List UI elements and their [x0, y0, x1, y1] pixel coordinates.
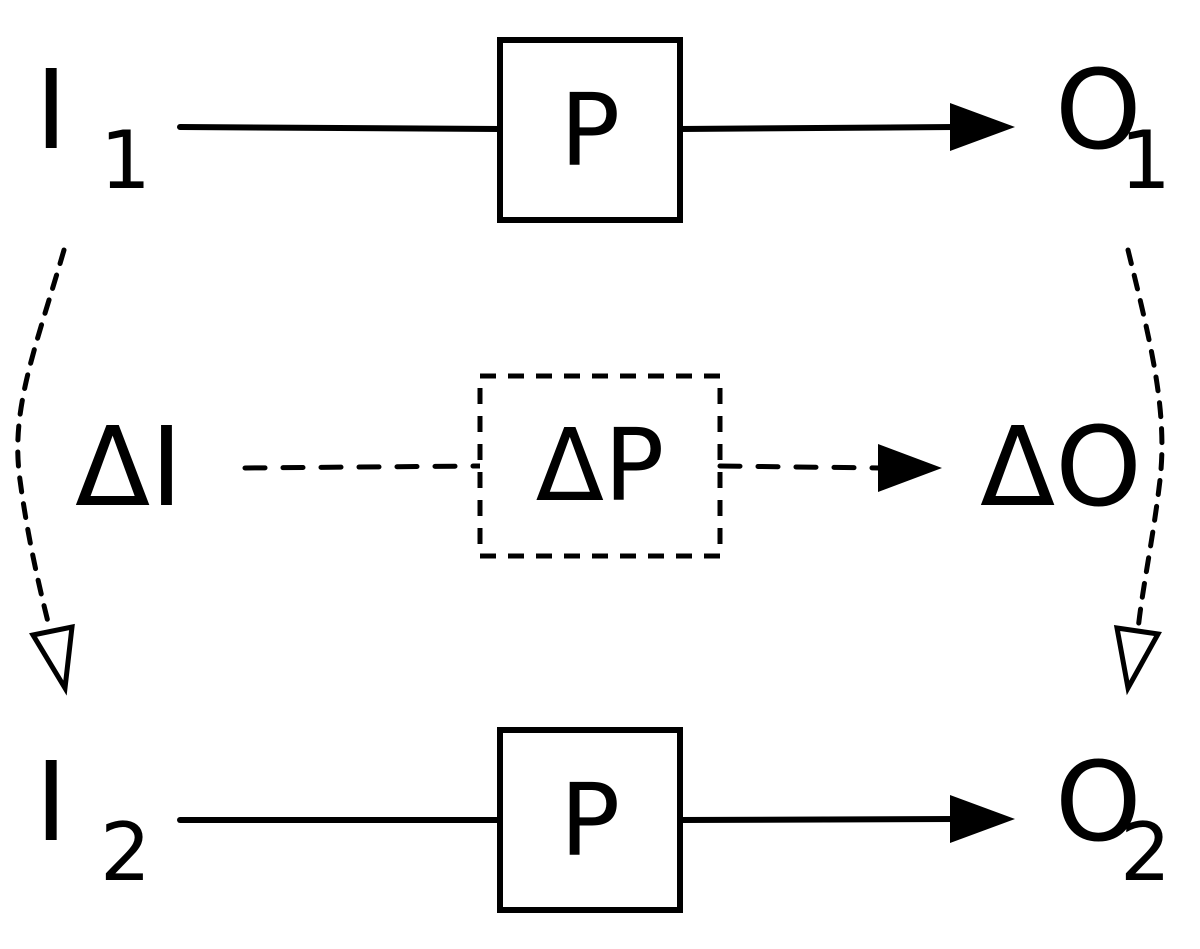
bottom-arrowhead-icon — [950, 795, 1015, 843]
delta-input-connector — [242, 463, 483, 471]
delta-input-label: ΔI — [75, 403, 183, 531]
right-curve — [1125, 247, 1165, 633]
left-transition-arrow — [15, 247, 75, 696]
top-process-box — [497, 37, 683, 223]
delta-output-connector — [717, 463, 883, 471]
top-process-label: P — [560, 72, 620, 189]
top-output-index: 1 — [1120, 114, 1171, 207]
bottom-output-symbol: O — [1055, 738, 1142, 866]
delta-process-box — [477, 373, 723, 559]
delta-output-label: ΔO — [980, 403, 1142, 531]
right-transition-arrow — [1113, 247, 1165, 696]
right-arrowhead-icon — [1113, 625, 1162, 696]
bottom-process-label: P — [560, 762, 620, 879]
top-input-index: 1 — [100, 114, 151, 207]
top-output-symbol: O — [1055, 46, 1142, 174]
middle-row: ΔI ΔP ΔO — [75, 373, 1142, 559]
bottom-row: I 2 P O 2 — [35, 727, 1171, 913]
bottom-output-index: 2 — [1120, 806, 1171, 899]
left-curve — [15, 247, 67, 633]
bottom-input-index: 2 — [100, 806, 151, 899]
top-output-connector — [677, 124, 958, 132]
top-arrowhead-icon — [950, 103, 1015, 151]
delta-process-label: ΔP — [536, 407, 665, 524]
bottom-input-symbol: I — [35, 738, 67, 866]
top-input-connector — [177, 124, 503, 132]
top-input-symbol: I — [35, 46, 67, 174]
top-row: I 1 P O 1 — [35, 37, 1171, 223]
left-arrowhead-icon — [29, 623, 75, 696]
delta-arrowhead-icon — [878, 444, 942, 492]
bottom-output-connector — [677, 816, 958, 823]
